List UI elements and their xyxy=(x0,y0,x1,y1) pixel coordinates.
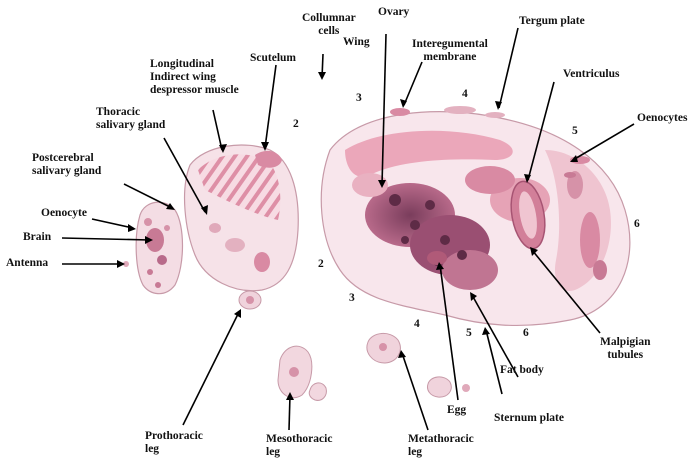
label-metathoracic-leg: Metathoracic leg xyxy=(408,433,474,459)
segment-number-tergite-2: 2 xyxy=(293,118,299,130)
label-interegumental-membrane: Interegumental membrane xyxy=(412,38,488,64)
label-malpigian-tubules: Malpigian tubules xyxy=(600,336,650,362)
label-oenocyte: Oenocyte xyxy=(41,207,87,220)
head-section xyxy=(123,202,183,293)
segment-number-sternite-6: 6 xyxy=(523,327,529,339)
label-egg: Egg xyxy=(447,404,466,417)
label-oenocytes: Oenocytes xyxy=(637,112,687,125)
label-ventriculus: Ventriculus xyxy=(563,68,619,81)
label-ovary: Ovary xyxy=(378,6,409,19)
segment-number-sternite-4: 4 xyxy=(414,318,420,330)
label-longitudinal-muscle: Longitudinal Indirect wing despressor mu… xyxy=(150,58,239,97)
label-antenna: Antenna xyxy=(6,257,48,270)
segment-number-sternite-2: 2 xyxy=(318,258,324,270)
label-sternum-plate: Sternum plate xyxy=(494,412,564,425)
segment-number-tergite-6: 6 xyxy=(634,218,640,230)
label-tergum-plate: Tergum plate xyxy=(519,15,585,28)
label-wing: Wing xyxy=(343,36,370,49)
segment-number-tergite-5: 5 xyxy=(572,125,578,137)
label-scutelum: Scutelum xyxy=(250,52,296,65)
label-mesothoracic-leg: Mesothoracic leg xyxy=(266,433,332,459)
label-brain: Brain xyxy=(23,231,51,244)
segment-number-sternite-3: 3 xyxy=(349,292,355,304)
segment-number-tergite-3: 3 xyxy=(356,92,362,104)
label-collumnar-cells: Collumnar cells xyxy=(302,12,356,38)
label-prothoracic-leg: Prothoracic leg xyxy=(145,430,203,456)
label-postcerebral-salivary-gland: Postcerebral salivary gland xyxy=(32,152,101,178)
thorax-muscle-section xyxy=(185,145,299,291)
leg-fragments xyxy=(278,333,470,400)
label-thoracic-salivary-gland: Thoracic salivary gland xyxy=(96,106,165,132)
abdomen-section xyxy=(321,106,630,325)
segment-number-sternite-5: 5 xyxy=(466,327,472,339)
segment-number-tergite-4: 4 xyxy=(462,88,468,100)
label-fat-body: Fat body xyxy=(500,364,544,377)
